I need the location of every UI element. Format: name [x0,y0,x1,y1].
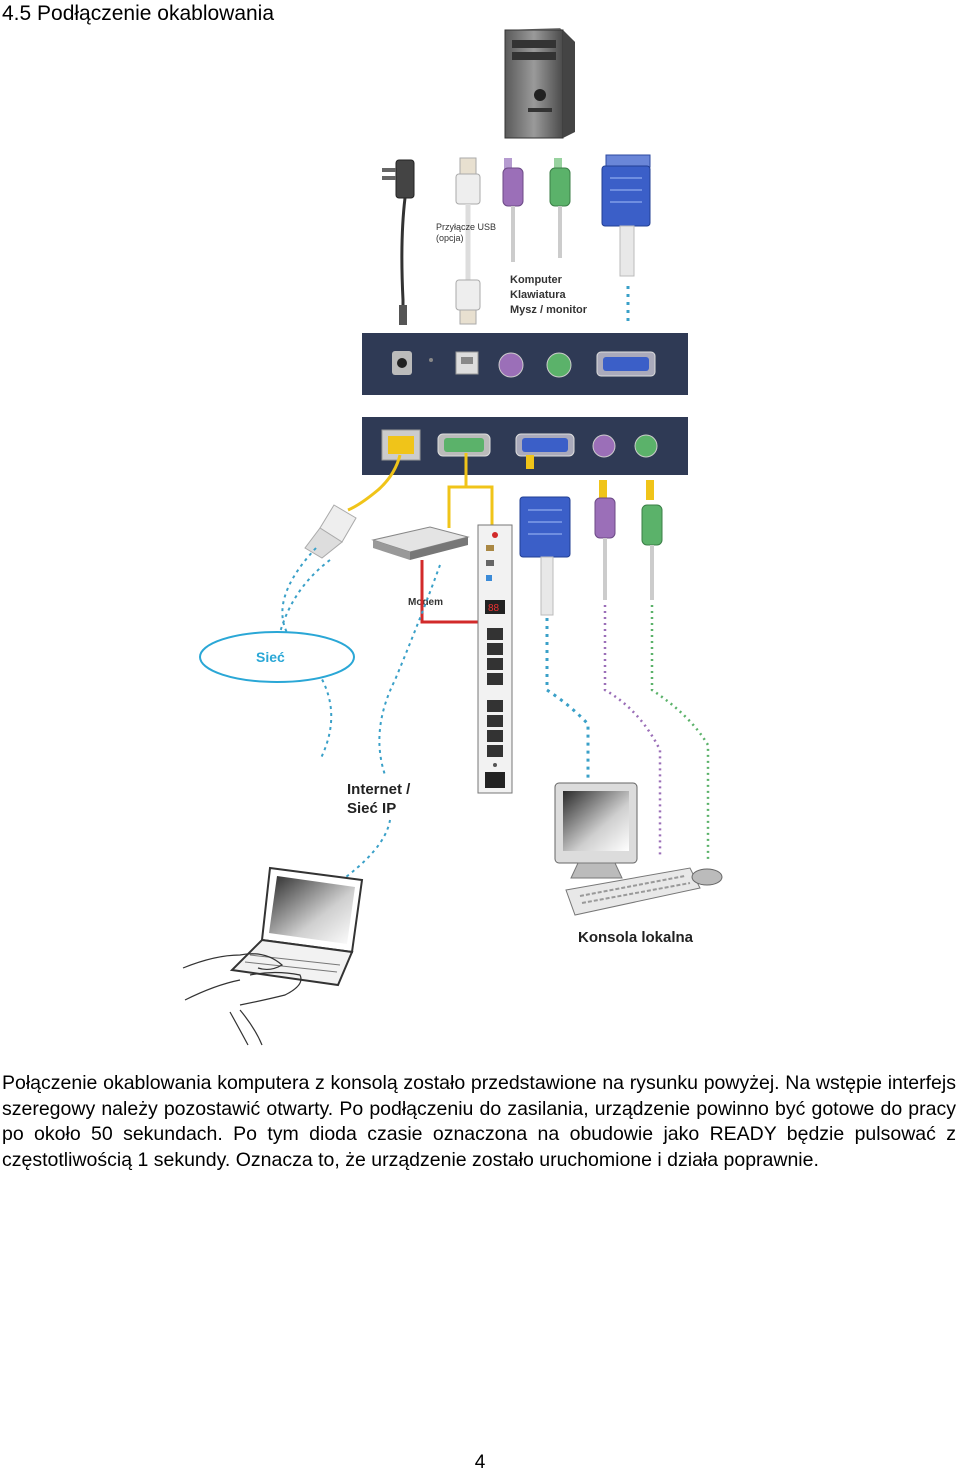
ps2-mouse-plug-icon [549,158,571,258]
internet-label: Internet / [347,781,411,798]
power-distribution-unit-icon: 88 [477,524,513,794]
computer-label: Komputer [510,274,563,286]
device-back-panel [362,333,688,395]
local-mouse-icon [691,868,723,886]
rj45-plug-icon [304,504,357,559]
computer-tower-icon [504,28,575,139]
mouse-monitor-label: Mysz / monitor [510,304,588,316]
vga-plug-bottom-icon [519,455,571,616]
ip-network-label: Sieć IP [347,800,396,817]
local-monitor-icon [554,782,638,879]
usb-cable-icon: Przyłącze USB (opcja) [436,157,496,325]
ps2-keyboard-plug-icon [502,158,524,262]
usb-label: Przyłącze USB [436,222,496,232]
cabling-diagram: Przyłącze USB (opcja) Komputer Klawiatur… [182,28,723,1046]
usb-option-label: (opcja) [436,233,464,243]
power-adapter-icon [382,159,415,325]
laptop-icon [229,866,364,987]
ps2-plug-green-bottom-icon [641,480,663,600]
keyboard-label: Klawiatura [510,289,567,301]
local-keyboard-icon [565,867,701,916]
modem-icon [371,526,470,560]
section-heading: 4.5 Podłączenie okablowania [2,2,275,25]
network-label: Sieć [256,649,285,665]
local-console-label: Konsola lokalna [578,929,694,946]
page-number: 4 [474,1452,486,1473]
modem-label: Modem [408,597,443,608]
description-paragraph: Połączenie okablowania komputera z konso… [2,1072,956,1171]
vga-plug-top-icon [601,154,651,277]
ps2-plug-purple-bottom-icon [594,480,616,600]
device-front-panel [362,417,688,475]
pdu-display: 88 [488,603,500,614]
typing-hands-icon [182,953,302,1046]
